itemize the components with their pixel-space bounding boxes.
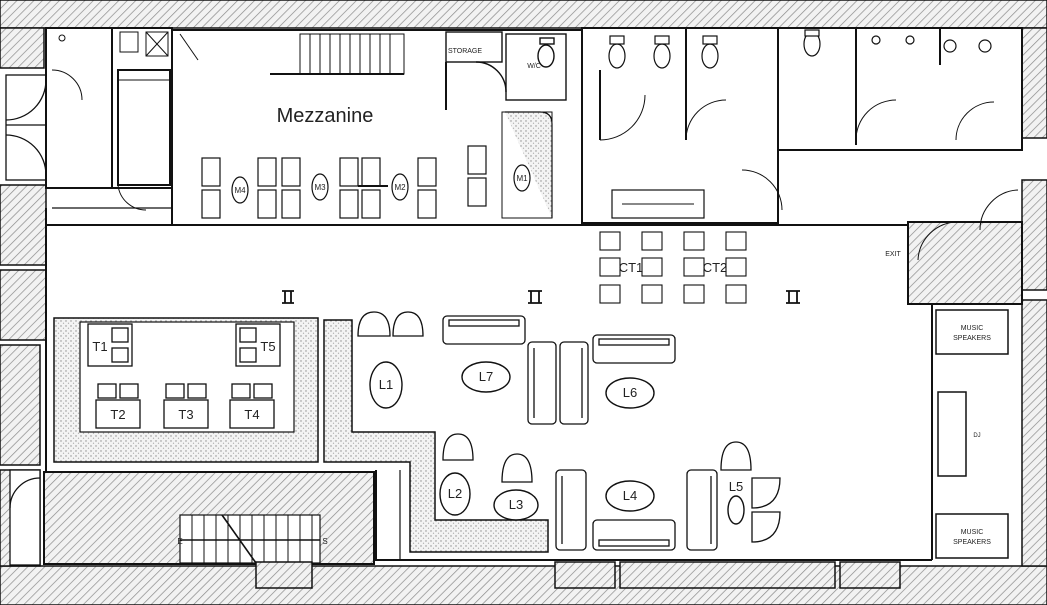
lounge-furniture xyxy=(357,311,781,551)
lounge-l1: L1 xyxy=(379,377,393,392)
stair-mark-e: E xyxy=(177,537,182,546)
bottom-wall-segments xyxy=(554,561,901,589)
storage-label: STORAGE xyxy=(448,48,482,55)
table-t2: T2 xyxy=(110,407,125,422)
mezzanine-table-m4: M4 xyxy=(234,186,246,195)
lounge-l6: L6 xyxy=(623,385,637,400)
cocktail-table-ct2: CT2 xyxy=(703,260,728,275)
entrance-doors xyxy=(5,74,47,566)
lounge-l4: L4 xyxy=(623,488,637,503)
exit-label: EXIT xyxy=(885,251,901,258)
table-t3: T3 xyxy=(178,407,193,422)
lounge-l3: L3 xyxy=(509,497,523,512)
dj-label: DJ xyxy=(973,433,980,439)
lounge-l7: L7 xyxy=(479,369,493,384)
speaker-bottom-line2: SPEAKERS xyxy=(953,539,991,546)
cocktail-table-ct1: CT1 xyxy=(619,260,644,275)
mezzanine-seats xyxy=(201,145,531,219)
lounge-l5: L5 xyxy=(729,479,743,494)
table-t4: T4 xyxy=(244,407,259,422)
mezzanine-title: Mezzanine xyxy=(277,105,374,127)
speaker-bottom-line1: MUSIC xyxy=(961,529,984,536)
mezzanine-table-m2: M2 xyxy=(394,183,406,192)
lounge-l2: L2 xyxy=(448,486,462,501)
table-t5: T5 xyxy=(260,339,275,354)
mezzanine-table-m1: M1 xyxy=(516,174,528,183)
speaker-top-line1: MUSIC xyxy=(961,325,984,332)
cocktail-seating xyxy=(599,231,747,304)
lower-stair-block xyxy=(43,471,375,589)
columns xyxy=(282,290,800,304)
booth-tables xyxy=(87,323,281,429)
service-rooms xyxy=(45,27,173,211)
wc-label: W/C xyxy=(527,63,541,70)
table-t1: T1 xyxy=(92,339,107,354)
lounge-tables xyxy=(369,361,745,525)
restrooms xyxy=(581,27,1023,305)
dj-zone xyxy=(935,309,1009,559)
mezzanine-table-m3: M3 xyxy=(314,183,326,192)
speaker-top-line2: SPEAKERS xyxy=(953,335,991,342)
toilets xyxy=(608,29,992,69)
stair-mark-s: S xyxy=(322,537,327,546)
